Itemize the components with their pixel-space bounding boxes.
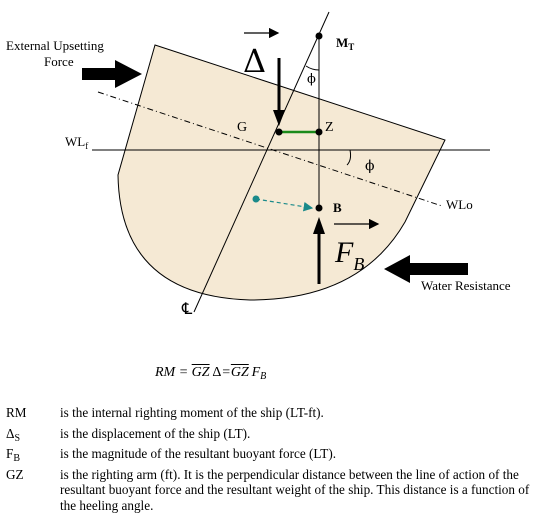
equation-gz-1: GZ bbox=[191, 365, 210, 380]
metacenter-point bbox=[315, 32, 323, 40]
z-label: Z bbox=[325, 120, 334, 135]
equation-f-sub: B bbox=[260, 371, 267, 382]
definition-row: FB is the magnitude of the resultant buo… bbox=[6, 446, 536, 467]
phi-arc-waterline bbox=[346, 149, 352, 166]
external-force-label-line1: External Upsetting bbox=[6, 38, 104, 53]
wlf-label: WLf bbox=[65, 134, 88, 151]
definition-row: GZ is the righting arm (ft). It is the p… bbox=[6, 467, 536, 514]
definition-row: RM is the internal righting moment of th… bbox=[6, 405, 536, 426]
external-force-arrow bbox=[82, 60, 142, 88]
ship-stability-diagram: External Upsetting Force MT ϕ ϕ Δ G Z WL… bbox=[6, 11, 511, 318]
metacenter-label: MT bbox=[336, 35, 354, 52]
equation-lhs: RM = bbox=[155, 365, 192, 380]
center-of-buoyancy-point bbox=[315, 204, 323, 212]
ship-hull bbox=[117, 44, 446, 301]
centerline bbox=[193, 11, 330, 313]
z-point bbox=[315, 128, 323, 136]
phi-label-waterline: ϕ bbox=[365, 158, 375, 174]
buoyancy-shift-arrow bbox=[255, 198, 314, 212]
definition-symbol: FB bbox=[6, 446, 21, 464]
definition-text: is the displacement of the ship (LT). bbox=[60, 425, 251, 441]
phi-arc-top bbox=[305, 65, 320, 71]
wlo-label: WLo bbox=[446, 197, 473, 212]
equation-equals: = bbox=[221, 365, 231, 380]
buoyant-arrow-head bbox=[313, 217, 325, 234]
equation-delta: Δ bbox=[212, 365, 222, 380]
phi-label-top: ϕ bbox=[307, 72, 316, 87]
equation-gz-2: GZ bbox=[230, 365, 249, 380]
definition-text: is the righting arm (ft). It is the perp… bbox=[60, 466, 530, 513]
g-label: G bbox=[237, 120, 247, 135]
water-resistance-label: Water Resistance bbox=[421, 278, 511, 293]
waterline-wlo bbox=[97, 91, 443, 207]
centerline-label: ℄ bbox=[181, 299, 193, 318]
b-label: B bbox=[333, 200, 342, 215]
definition-symbol: ΔS bbox=[6, 425, 21, 444]
water-resistance-arrow bbox=[384, 255, 468, 283]
weight-arrow-head bbox=[273, 110, 285, 126]
external-force-label-line2: Force bbox=[44, 54, 74, 69]
original-buoyancy-point bbox=[252, 195, 260, 203]
center-of-gravity-point bbox=[275, 128, 283, 136]
definitions-list: RM is the internal righting moment of th… bbox=[6, 405, 536, 513]
definition-row: ΔS is the displacement of the ship (LT). bbox=[6, 426, 536, 447]
definition-symbol: RM bbox=[6, 405, 27, 420]
definition-symbol: GZ bbox=[6, 466, 24, 482]
definition-text: is the internal righting moment of the s… bbox=[60, 405, 324, 420]
delta-label: Δ bbox=[243, 42, 266, 80]
righting-moment-equation: RM = GZ Δ=GZ FB bbox=[155, 365, 266, 382]
fb-label: FB bbox=[334, 236, 364, 274]
equation-f: F bbox=[251, 365, 261, 380]
definition-text: is the magnitude of the resultant buoyan… bbox=[60, 446, 337, 461]
